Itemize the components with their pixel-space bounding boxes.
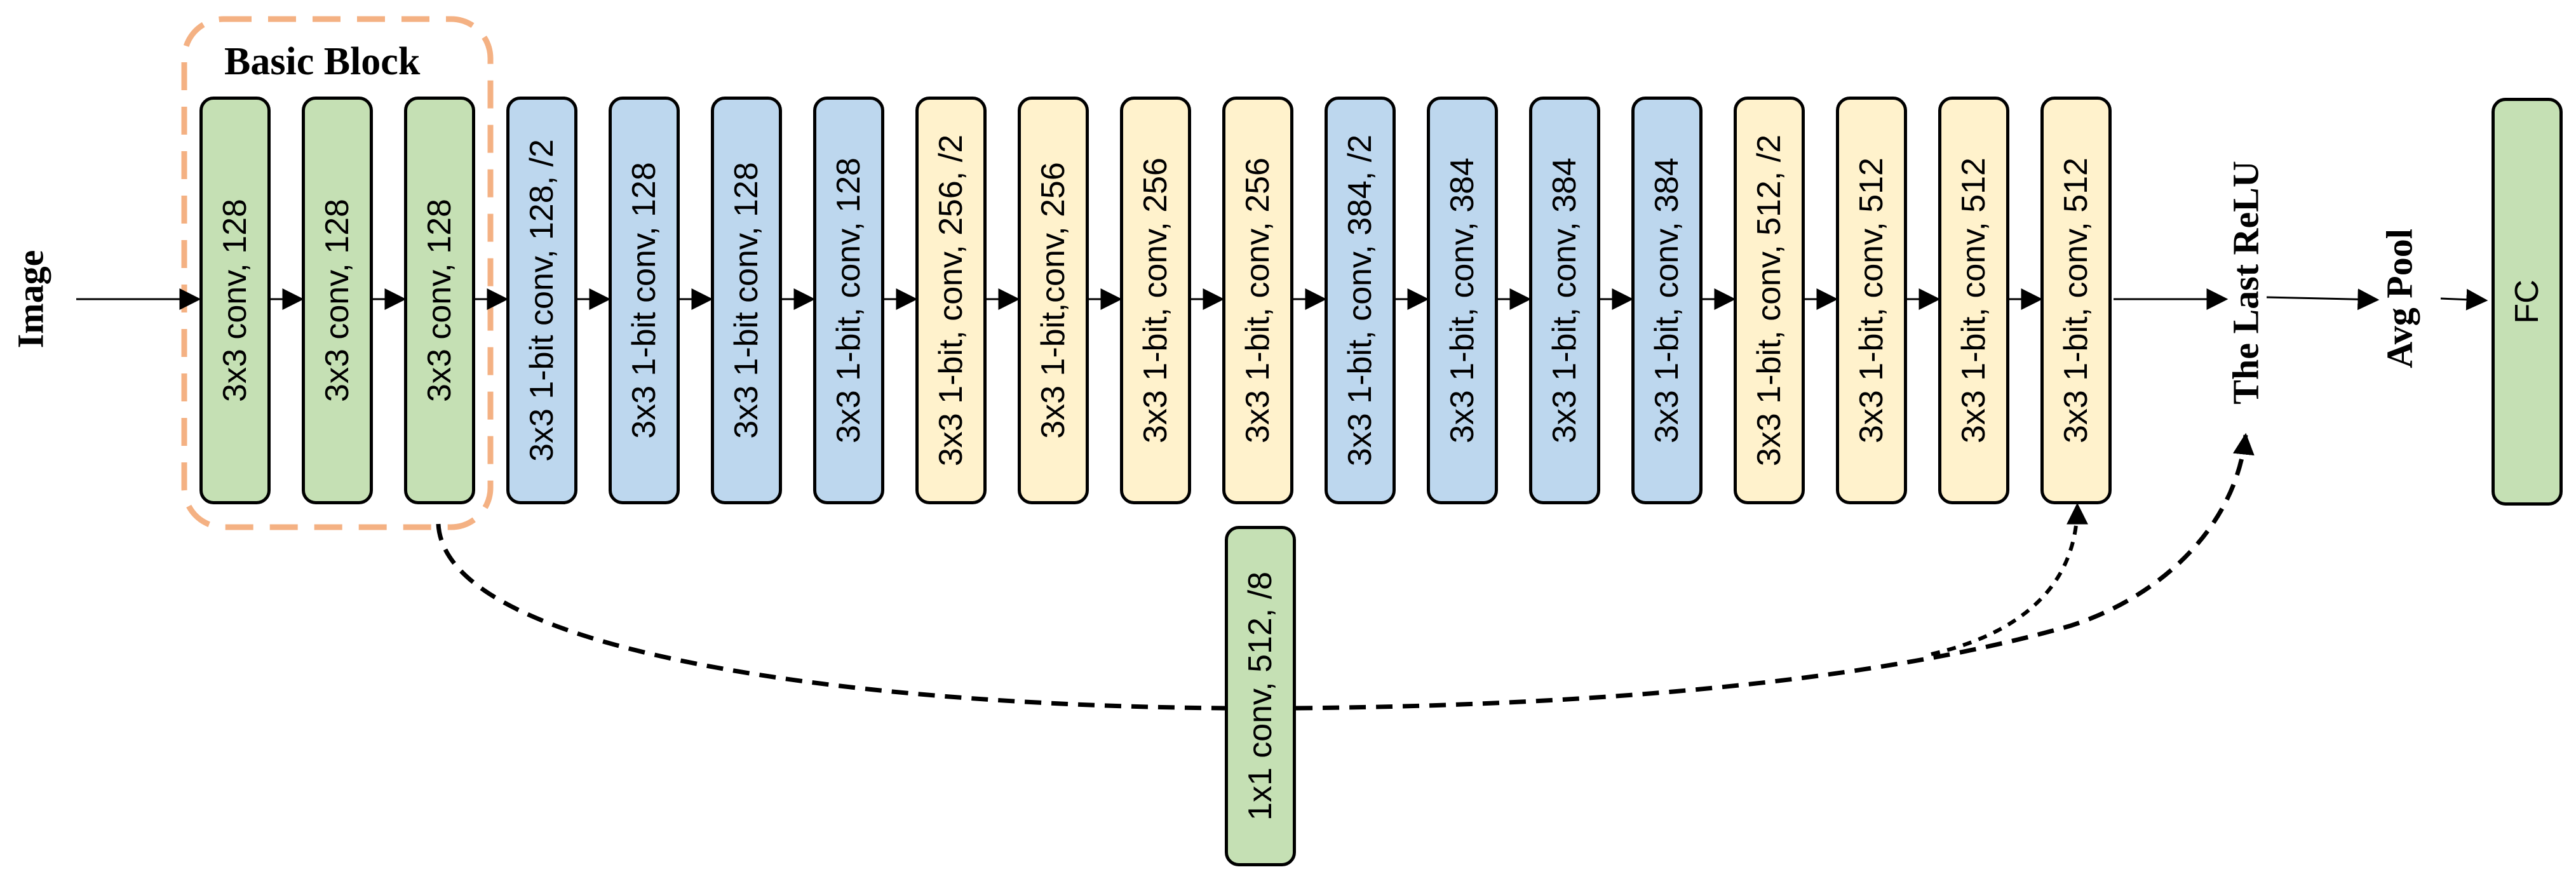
conv-block: 3x3 1-bit, conv, 256 (1222, 97, 1293, 504)
last-relu-label: The Last ReLU (2225, 161, 2267, 405)
conv-block: 3x3 1-bit, conv, 128 (813, 97, 884, 504)
conv-block: 3x3 1-bit, conv, 384, /2 (1325, 97, 1396, 504)
basic-block-title: Basic Block (224, 40, 421, 83)
conv-block-label: 3x3 1-bit, conv, 512, /2 (1751, 134, 1788, 467)
conv-block: 3x3 1-bit conv, 128 (711, 97, 782, 504)
shortcut-branch (1931, 502, 2088, 656)
conv-block: 3x3 1-bit conv, 128 (609, 97, 680, 504)
conv-block: 3x3 1-bit, conv, 512 (1836, 97, 1907, 504)
conv-block-label: 3x3 1-bit, conv, 512 (2058, 158, 2094, 443)
conv-block-label: 3x3 1-bit, conv, 384 (1546, 158, 1583, 443)
conv-block: 3x3 1-bit, conv, 384 (1631, 97, 1703, 504)
conv-block-label: 3x3 1-bit,conv, 256 (1035, 162, 1072, 439)
conv-block: 3x3 conv, 128 (302, 97, 373, 504)
conv-block: 3x3 1-bit, conv, 384 (1529, 97, 1600, 504)
conv-block: 3x3 1-bit, conv, 512 (1938, 97, 2009, 504)
shortcut-path-right (1295, 433, 2255, 711)
fc-block: FC (2492, 98, 2563, 506)
conv-block-label: 3x3 1-bit, conv, 384 (1444, 158, 1481, 443)
fc-label: FC (2509, 279, 2546, 324)
conv-block-label: 3x3 conv, 128 (421, 199, 458, 402)
basic-block-outline (181, 16, 494, 530)
conv-block-label: 3x3 conv, 128 (319, 199, 356, 402)
conv-block-label: 3x3 1-bit conv, 128 (728, 162, 765, 439)
conv-block: 3x3 1-bit,conv, 256 (1018, 97, 1089, 504)
conv-block-label: 3x3 1-bit conv, 128, /2 (523, 139, 560, 462)
shortcut-conv-block: 1x1 conv, 512, /8 (1225, 526, 1296, 866)
conv-block-label: 3x3 1-bit, conv, 384 (1649, 158, 1685, 443)
conv-block: 3x3 1-bit, conv, 512, /2 (1734, 97, 1805, 504)
conv-block: 3x3 1-bit, conv, 512 (2040, 97, 2112, 504)
conv-block-label: 3x3 1-bit, conv, 256 (1239, 158, 1276, 443)
conv-block-label: 3x3 1-bit, conv, 128 (830, 158, 867, 443)
conv-block: 3x3 1-bit, conv, 256, /2 (915, 97, 987, 504)
shortcut-path-left (436, 523, 1225, 711)
conv-block-label: 3x3 conv, 128 (217, 199, 253, 402)
conv-block: 3x3 conv, 128 (404, 97, 475, 504)
conv-block: 3x3 1-bit, conv, 256 (1120, 97, 1191, 504)
conv-block: 3x3 conv, 128 (199, 97, 271, 504)
conv-block-label: 3x3 1-bit, conv, 256 (1137, 158, 1174, 443)
fc-arrow (2440, 288, 2488, 311)
input-label: Image (10, 250, 51, 349)
conv-block-label: 3x3 1-bit, conv, 512 (1955, 158, 1992, 443)
conv-block-label: 3x3 1-bit, conv, 512 (1853, 158, 1890, 443)
shortcut-conv-label: 1x1 conv, 512, /8 (1242, 571, 1279, 821)
conv-block-label: 3x3 1-bit, conv, 256, /2 (933, 134, 969, 467)
conv-block-label: 3x3 1-bit, conv, 384, /2 (1342, 134, 1379, 467)
conv-block: 3x3 1-bit, conv, 384 (1427, 97, 1498, 504)
conv-block-label: 3x3 1-bit conv, 128 (626, 162, 663, 439)
avg-pool-label: Avg Pool (2378, 229, 2420, 368)
avgpool-arrow (2266, 288, 2380, 311)
conv-block: 3x3 1-bit conv, 128, /2 (506, 97, 577, 504)
